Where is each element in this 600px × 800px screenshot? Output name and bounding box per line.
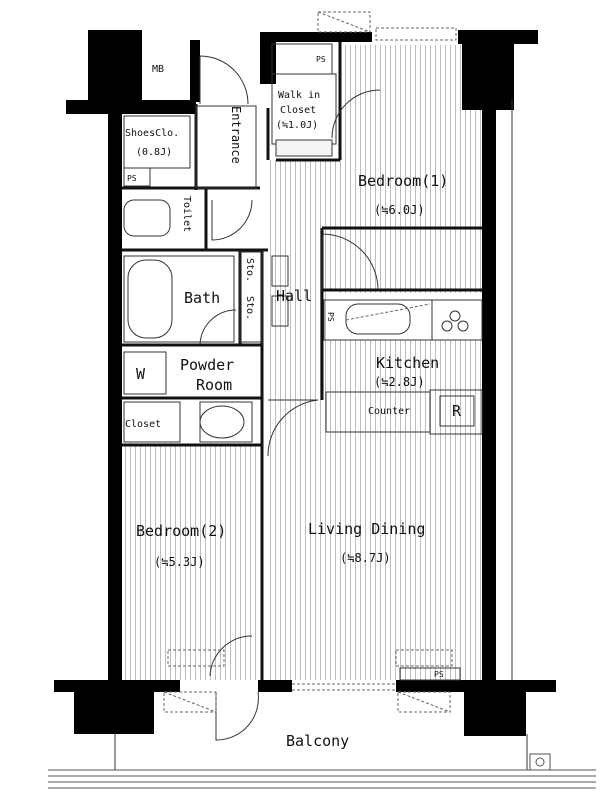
bedroom1-area: (≒6.0J) xyxy=(374,203,425,217)
bedroom1-label: Bedroom(1) xyxy=(358,172,448,190)
floor-hatching xyxy=(122,45,482,680)
windows xyxy=(163,11,457,713)
kitchen-label: Kitchen xyxy=(376,354,439,372)
bath-label: Bath xyxy=(184,289,220,307)
toilet-label: Toilet xyxy=(181,196,192,232)
storage-label-2: Sto. xyxy=(244,296,255,320)
balcony-label: Balcony xyxy=(286,732,349,750)
ps-label-balcony: PS xyxy=(434,670,444,679)
kitchen-area: (≒2.8J) xyxy=(374,375,425,389)
balcony-rail xyxy=(48,753,596,789)
washer-label: W xyxy=(136,365,146,383)
shoes-closet-area: (0.8J) xyxy=(136,147,172,158)
shoes-closet-label: ShoesClo. xyxy=(125,128,179,139)
structural-walls xyxy=(54,30,556,736)
door-swings xyxy=(199,55,381,741)
bedroom2-area: (≒5.3J) xyxy=(154,555,205,569)
fixtures xyxy=(114,43,528,770)
powder-room-label-2: Room xyxy=(196,376,232,394)
living-dining-area: (≒8.7J) xyxy=(340,551,391,565)
ps-label-kitchen: PS xyxy=(326,312,335,322)
ps-label-entrance: PS xyxy=(127,174,137,183)
mb-label: MB xyxy=(152,64,164,75)
living-dining-label: Living Dining xyxy=(308,520,425,538)
walk-in-closet-area: (≒1.0J) xyxy=(276,120,318,131)
room-labels: MB Walk in Closet (≒1.0J) Entrance Shoes… xyxy=(125,55,462,750)
walk-in-closet-label-2: Closet xyxy=(280,105,316,116)
counter-label: Counter xyxy=(368,406,410,417)
powder-room-label: Powder xyxy=(180,356,234,374)
fridge-label: R xyxy=(452,402,462,420)
hall-label: Hall xyxy=(276,287,312,305)
closet-label: Closet xyxy=(125,419,161,430)
bedroom2-label: Bedroom(2) xyxy=(136,522,226,540)
storage-label-1: Sto. xyxy=(244,258,255,282)
ps-label-closet: PS xyxy=(316,55,326,64)
walk-in-closet-label: Walk in xyxy=(278,90,320,101)
entrance-label: Entrance xyxy=(229,106,243,164)
